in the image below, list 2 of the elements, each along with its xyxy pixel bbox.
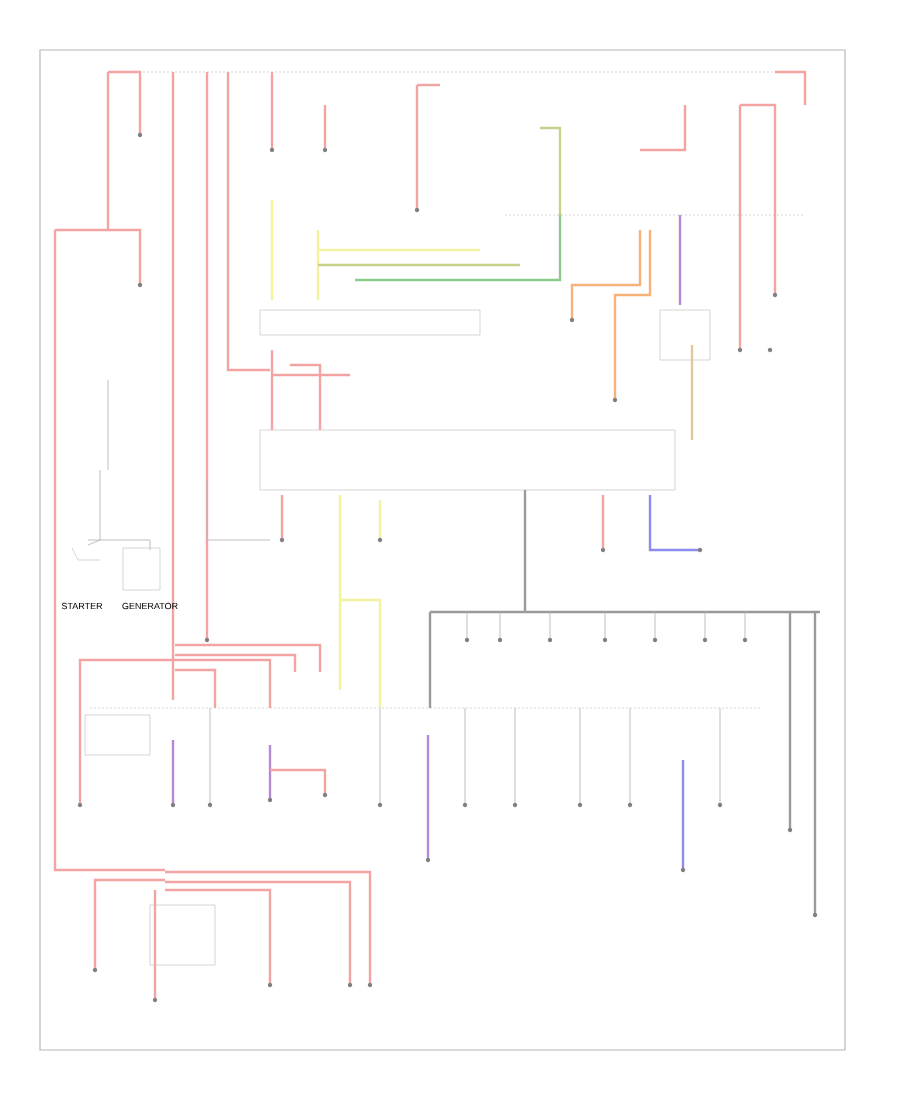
component-label: STARTER	[61, 602, 103, 610]
component-label: GENERATOR	[122, 602, 178, 610]
